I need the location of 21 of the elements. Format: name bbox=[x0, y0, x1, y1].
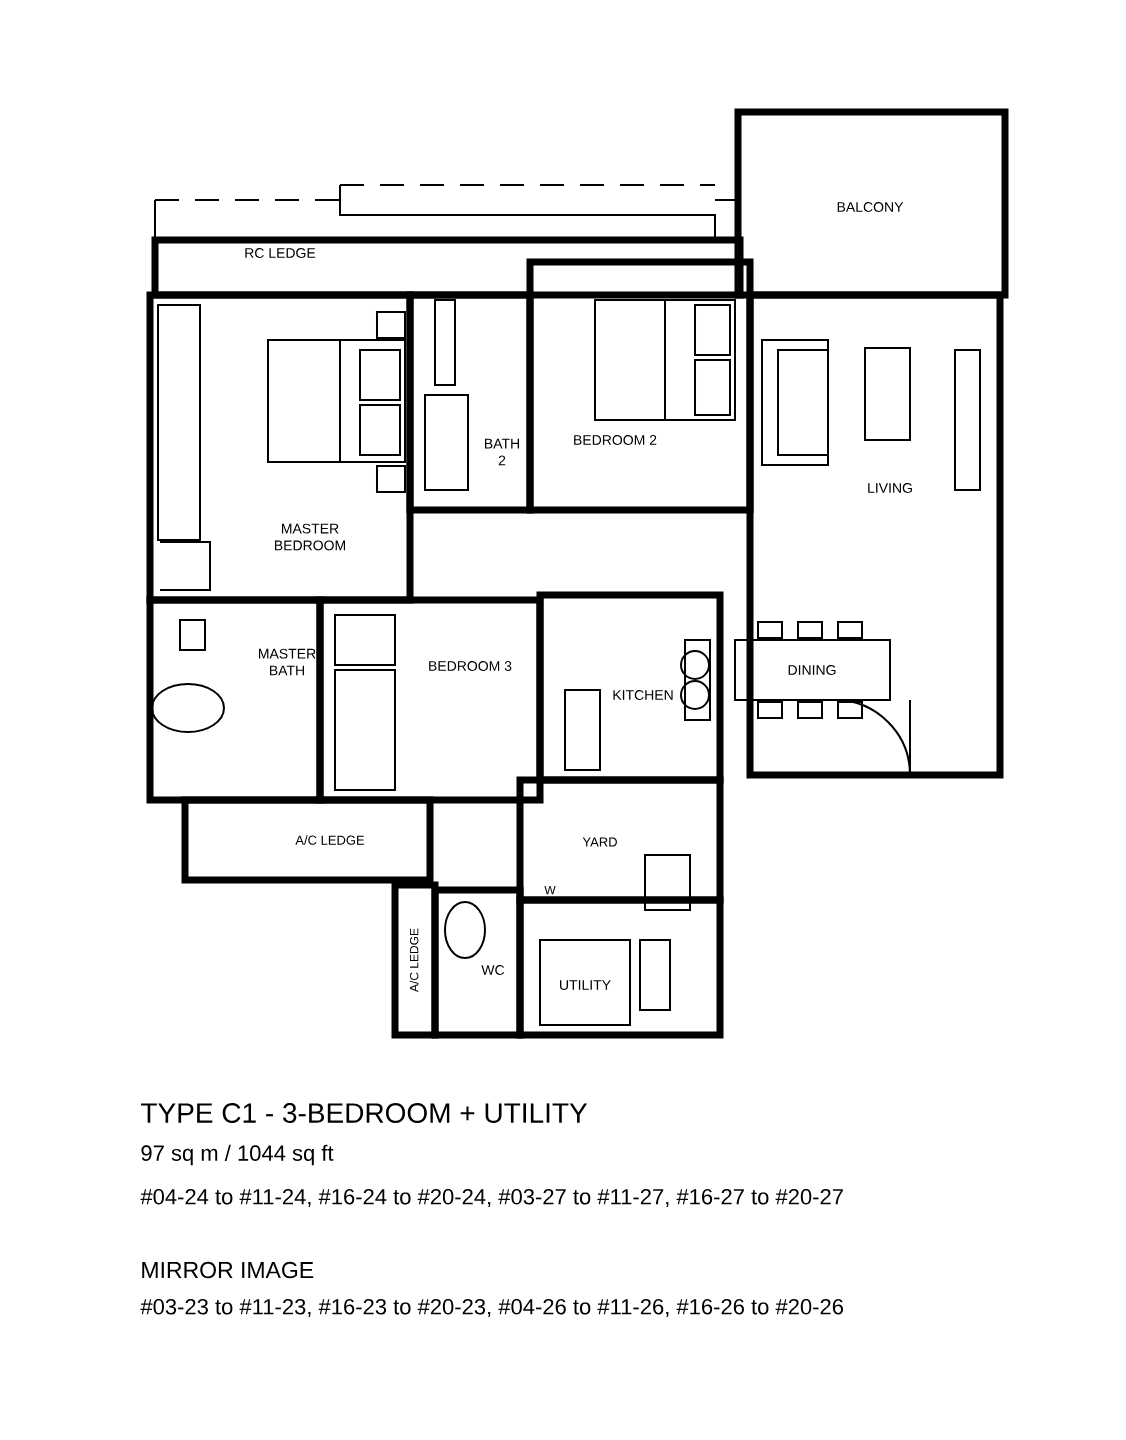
room-label: W bbox=[544, 885, 556, 895]
room-label: A/C LEDGE bbox=[409, 928, 419, 992]
room-label: BEDROOM 3 bbox=[429, 661, 512, 671]
caption-text: 97 sq m / 1044 sq ft bbox=[141, 1144, 334, 1166]
room-label: RC LEDGE bbox=[245, 248, 316, 258]
caption-text: #04-24 to #11-24, #16-24 to #20-24, #03-27 to #11-27, #16-27 to #20-27 bbox=[140, 1188, 843, 1208]
caption-text: MIRROR IMAGE bbox=[142, 1261, 314, 1279]
room-label: WC bbox=[481, 965, 505, 975]
room-label: BALCONY bbox=[837, 202, 904, 212]
room-label: A/C LEDGE bbox=[295, 835, 365, 845]
room-label: YARD bbox=[582, 837, 617, 847]
room-label: UTILITY bbox=[560, 980, 611, 990]
room-label: BATH 2 bbox=[485, 438, 519, 466]
room-label: KITCHEN bbox=[613, 690, 673, 700]
room-label: LIVING bbox=[868, 483, 912, 493]
room-label: DINING bbox=[788, 665, 836, 675]
room-label: MASTER BATH bbox=[259, 648, 316, 676]
room-label: BEDROOM 2 bbox=[574, 435, 657, 445]
room-label: MASTER BEDROOM bbox=[275, 523, 345, 551]
caption-text: #03-23 to #11-23, #16-23 to #20-23, #04-26 to #11-26, #16-26 to #20-26 bbox=[140, 1298, 843, 1318]
title: TYPE C1 - 3-BEDROOM + UTILITY bbox=[141, 1103, 588, 1123]
